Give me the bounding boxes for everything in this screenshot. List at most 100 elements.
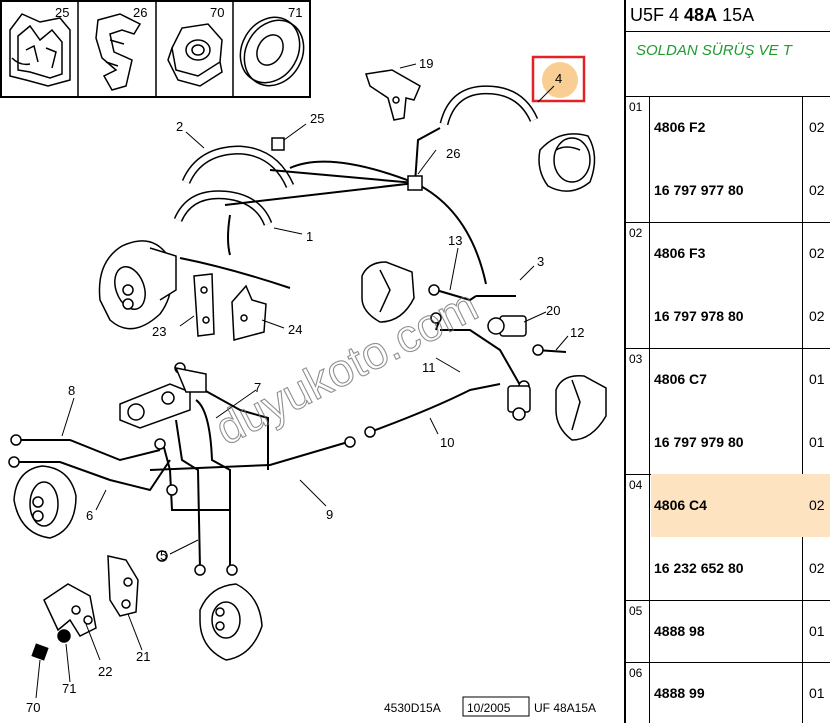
footer-page: UF 48A15A: [534, 701, 596, 715]
callout-13[interactable]: 13: [448, 233, 462, 248]
nut-70[interactable]: [31, 643, 49, 661]
part-code: 16 232 652 80: [654, 560, 744, 576]
footer-ref: 4530D15A: [384, 701, 441, 715]
callout-8[interactable]: 8: [68, 383, 75, 398]
panel-subtitle: SOLDAN SÜRÜŞ VE T: [626, 32, 830, 97]
part-qty: 02: [809, 560, 825, 576]
part-line[interactable]: 4806 F2 02: [651, 96, 830, 159]
brake-disc-right-upper[interactable]: [538, 133, 596, 192]
marker-25: [271, 137, 285, 151]
part-code: 4806 C4: [654, 497, 707, 513]
panel-header: U5F 4 48A 15A: [626, 0, 830, 32]
row-number: 05: [626, 600, 650, 662]
callout-1[interactable]: 1: [306, 229, 313, 244]
part-code: 4806 C7: [654, 371, 707, 387]
callout-21[interactable]: 21: [136, 649, 150, 664]
callout-6[interactable]: 6: [86, 508, 93, 523]
part-qty: 02: [809, 308, 825, 324]
part-code: 16 797 979 80: [654, 434, 744, 450]
part-line[interactable]: 16 232 652 80 02: [651, 537, 830, 600]
bracket-23[interactable]: [193, 273, 215, 337]
clip-22[interactable]: [43, 583, 97, 637]
callout-25[interactable]: 25: [310, 111, 324, 126]
part-code: 4888 98: [654, 623, 705, 639]
part-qty: 01: [809, 623, 825, 639]
part-code: 16 797 978 80: [654, 308, 744, 324]
qty-column-divider: [802, 96, 803, 723]
callout-10[interactable]: 10: [440, 435, 454, 450]
callout-24[interactable]: 24: [288, 322, 302, 337]
bracket-21[interactable]: [107, 555, 139, 617]
caliper-12[interactable]: [555, 375, 607, 441]
part-line[interactable]: 16 797 978 80 02: [651, 285, 830, 348]
part-code: 4806 F2: [654, 119, 706, 135]
thumb-label-25: 25: [55, 5, 69, 20]
thumbnail-strip: 25 26 70 71: [0, 0, 315, 98]
brake-disc-left-upper[interactable]: [98, 240, 177, 330]
parts-row-05[interactable]: 05 4888 98 01: [626, 600, 830, 663]
part-code: 4888 99: [654, 685, 705, 701]
footer-date: 10/2005: [467, 701, 511, 715]
part-code: 4806 F3: [654, 245, 706, 261]
washer-71[interactable]: [57, 629, 71, 643]
part-line[interactable]: 4806 F3 02: [651, 222, 830, 285]
brake-disc-bottom[interactable]: [199, 583, 263, 661]
callout-2[interactable]: 2: [176, 119, 183, 134]
bracket-26-icon[interactable]: [95, 13, 142, 91]
bracket-19[interactable]: [365, 69, 421, 121]
nut-70-icon[interactable]: [167, 23, 223, 87]
part-line[interactable]: 4888 98 01: [651, 600, 830, 663]
callout-12[interactable]: 12: [570, 325, 584, 340]
part-qty: 01: [809, 685, 825, 701]
callout-26[interactable]: 26: [446, 146, 460, 161]
footer-date-box: [462, 696, 530, 717]
callout-labels: 2 1 3 19 26 25 13 12 20 11 8 7 9 10 6 5 …: [26, 56, 584, 715]
clip-25-icon[interactable]: [9, 13, 71, 87]
part-line-highlighted[interactable]: 4806 C4 02: [651, 474, 830, 537]
header-code-c: 15A: [722, 5, 755, 25]
callout-11[interactable]: 11: [422, 360, 436, 375]
callout-20[interactable]: 20: [546, 303, 560, 318]
callout-23[interactable]: 23: [152, 324, 166, 339]
parts-row-06[interactable]: 06 4888 99 01: [626, 662, 830, 723]
part-qty: 01: [809, 434, 825, 450]
callout-71[interactable]: 71: [62, 681, 76, 696]
callout-5[interactable]: 5: [160, 548, 167, 563]
callout-4[interactable]: 4: [555, 71, 562, 86]
caliper-13[interactable]: [361, 261, 415, 323]
part-qty: 02: [809, 119, 825, 135]
parts-row-04-selected[interactable]: 04 4806 C4 02 16 232 652 80 02: [626, 474, 830, 601]
callout-3[interactable]: 3: [537, 254, 544, 269]
part-line[interactable]: 4888 99 01: [651, 662, 830, 725]
highlighted-callout-4[interactable]: 4: [531, 55, 586, 103]
callout-7[interactable]: 7: [254, 380, 261, 395]
leader-lines: [35, 63, 569, 699]
part-line[interactable]: 16 797 979 80 01: [651, 411, 830, 474]
pipe-ends: [8, 284, 544, 576]
parts-list-panel: U5F 4 48A 15A SOLDAN SÜRÜŞ VE T 01 4806 …: [624, 0, 830, 723]
callout-19[interactable]: 19: [419, 56, 433, 71]
bracket-24[interactable]: [231, 284, 267, 341]
marker-26: [407, 175, 423, 191]
row-number: 02: [626, 222, 650, 348]
thumb-label-71: 71: [288, 5, 302, 20]
washer-71-icon[interactable]: [229, 7, 315, 97]
callout-9[interactable]: 9: [326, 507, 333, 522]
part-qty: 02: [809, 497, 825, 513]
row-number: 01: [626, 96, 650, 222]
distribution-block[interactable]: [119, 366, 207, 429]
callout-70[interactable]: 70: [26, 700, 40, 715]
exploded-parts-diagram: 25 26 70 71: [0, 0, 607, 717]
junction-block-20[interactable]: [487, 315, 531, 421]
row-number: 04: [626, 474, 650, 600]
part-qty: 02: [809, 245, 825, 261]
row-number: 06: [626, 662, 650, 723]
subtitle-text: SOLDAN SÜRÜŞ VE T: [636, 42, 792, 59]
brake-disc-left-lower[interactable]: [13, 465, 77, 539]
callout-22[interactable]: 22: [98, 664, 112, 679]
